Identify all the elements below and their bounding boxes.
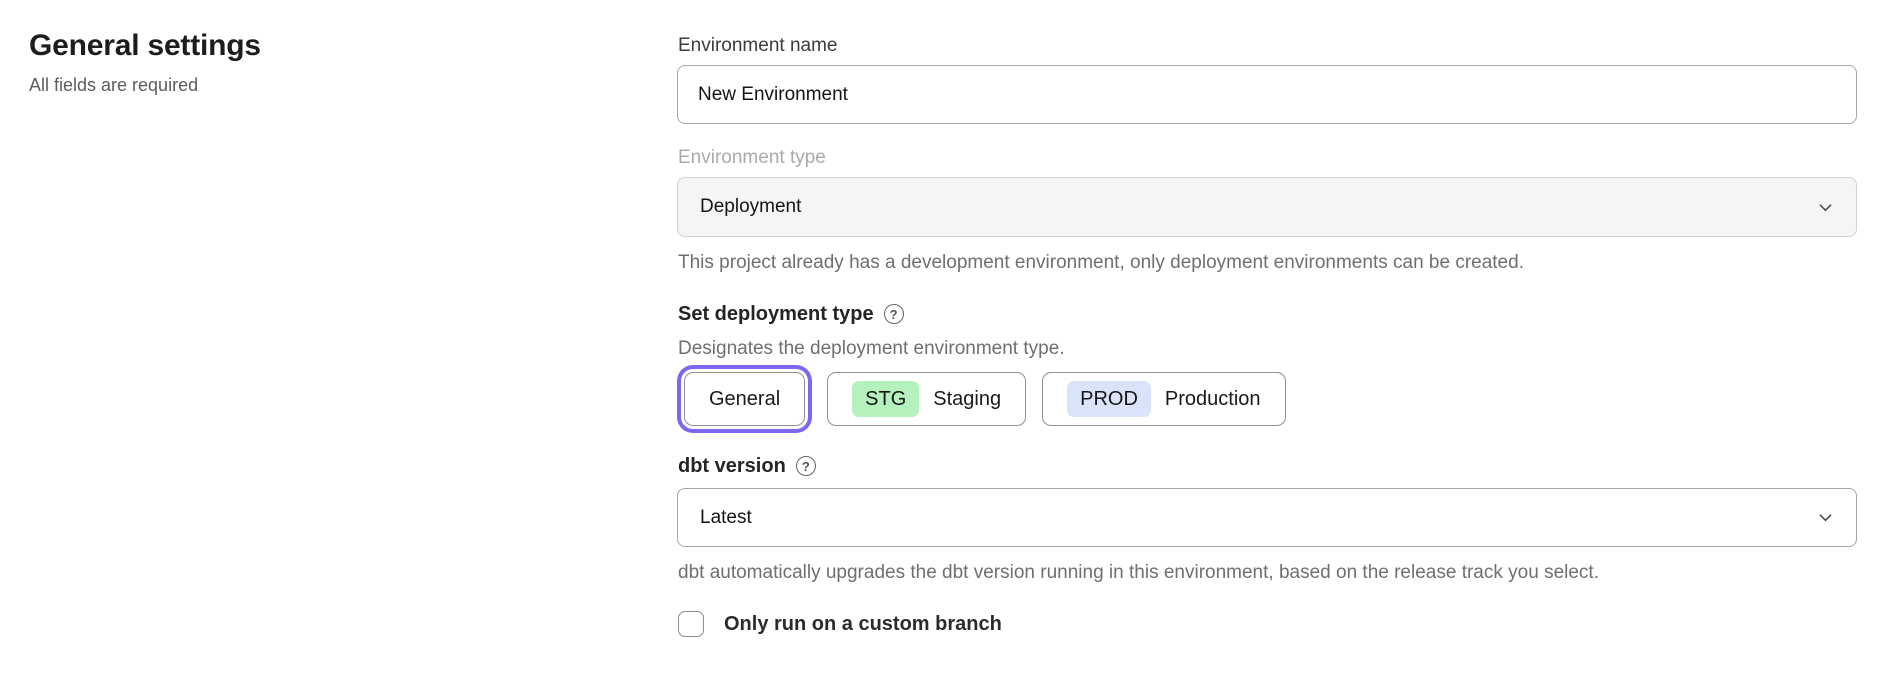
- dbt-version-heading-row: dbt version ?: [678, 453, 1857, 479]
- dbt-version-helper: dbt automatically upgrades the dbt versi…: [678, 562, 1599, 583]
- deployment-type-option-general[interactable]: General: [684, 372, 806, 426]
- environment-name-label: Environment name: [678, 35, 838, 56]
- option-label: Production: [1164, 387, 1261, 410]
- dbt-version-select[interactable]: Latest: [677, 488, 1857, 547]
- deployment-type-heading: Set deployment type: [678, 303, 874, 325]
- option-label: General: [709, 387, 781, 410]
- help-icon[interactable]: ?: [795, 456, 816, 476]
- option-label: Staging: [933, 387, 1002, 410]
- page-title: General settings: [29, 29, 261, 62]
- environment-type-label: Environment type: [678, 147, 826, 168]
- staging-badge: STG: [852, 381, 920, 417]
- dbt-version-heading: dbt version: [678, 455, 786, 477]
- deployment-type-description: Designates the deployment environment ty…: [678, 338, 1065, 359]
- chevron-down-icon: [1817, 509, 1834, 526]
- environment-name-input[interactable]: [677, 65, 1857, 124]
- environment-type-select[interactable]: Deployment: [677, 177, 1857, 237]
- dbt-version-value: Latest: [700, 506, 752, 528]
- help-icon[interactable]: ?: [883, 304, 904, 324]
- environment-type-value: Deployment: [700, 196, 802, 217]
- custom-branch-label[interactable]: Only run on a custom branch: [724, 612, 1002, 635]
- deployment-type-heading-row: Set deployment type ?: [678, 301, 1857, 327]
- deployment-type-option-production[interactable]: PROD Production: [1042, 372, 1286, 426]
- page-subtitle: All fields are required: [29, 74, 199, 95]
- deployment-type-option-staging[interactable]: STG Staging: [827, 372, 1027, 426]
- custom-branch-checkbox[interactable]: [678, 611, 704, 637]
- environment-type-helper: This project already has a development e…: [678, 252, 1524, 273]
- custom-branch-row: Only run on a custom branch: [678, 611, 1857, 637]
- settings-header: General settings All fields are required: [29, 27, 261, 97]
- chevron-down-icon: [1817, 199, 1834, 216]
- production-badge: PROD: [1067, 381, 1151, 417]
- general-settings-form: Environment name Environment type Deploy…: [677, 0, 1857, 637]
- deployment-type-options: General STG Staging PROD Production: [678, 372, 1857, 426]
